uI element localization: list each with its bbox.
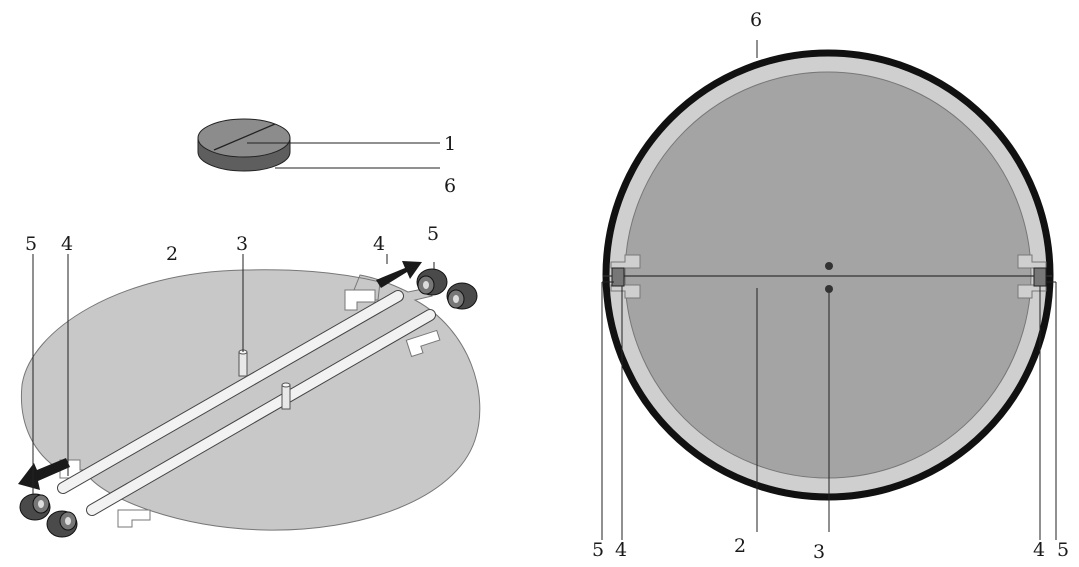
pin-lower (281, 382, 291, 410)
notch-left-bottom (610, 284, 641, 299)
pin-dot-lower (825, 285, 833, 293)
arrow-left-icon (18, 458, 70, 490)
nut-left-b (46, 510, 78, 538)
label-nut-left-right: 5 (592, 539, 604, 561)
label-cap-ring: 6 (444, 175, 456, 197)
plate-slot-right (405, 329, 441, 358)
plate-slot-bottom (117, 509, 151, 528)
label-rod-right: 4 (373, 233, 385, 255)
rod-lower (86, 309, 436, 516)
label-plate: 2 (166, 243, 178, 265)
label-nut-right: 5 (427, 223, 439, 245)
notch-left-top (610, 254, 641, 269)
cap-disc (197, 118, 291, 172)
pin-upper (238, 349, 248, 377)
label-rod-right-right: 4 (1033, 539, 1045, 561)
label-rod-left: 4 (61, 233, 73, 255)
nut-right-b (446, 282, 478, 310)
rod-end-left (611, 267, 625, 287)
plate-left (20, 269, 481, 531)
rod-end-right (1033, 267, 1047, 287)
right-top-view: 6 5 4 2 3 4 5 (592, 9, 1069, 563)
plate-slot-top (344, 289, 376, 311)
arrow-right-icon (376, 261, 422, 288)
label-pin-right: 3 (813, 541, 825, 562)
label-ring-top: 6 (750, 9, 762, 31)
label-rod-left-right: 4 (615, 539, 627, 561)
label-cap: 1 (444, 133, 456, 155)
notch-right-top (1017, 254, 1047, 269)
rod-upper (57, 290, 404, 494)
label-plate-right: 2 (734, 535, 746, 557)
pin-dot-upper (825, 262, 833, 270)
nut-left-a (19, 493, 51, 521)
nut-right-a (416, 268, 448, 296)
label-nut-left: 5 (25, 233, 37, 255)
left-exploded-view: 1 6 2 3 4 5 4 5 (18, 118, 481, 538)
label-pin: 3 (236, 233, 248, 255)
plate-right (624, 71, 1032, 479)
label-nut-right-right: 5 (1057, 539, 1069, 561)
